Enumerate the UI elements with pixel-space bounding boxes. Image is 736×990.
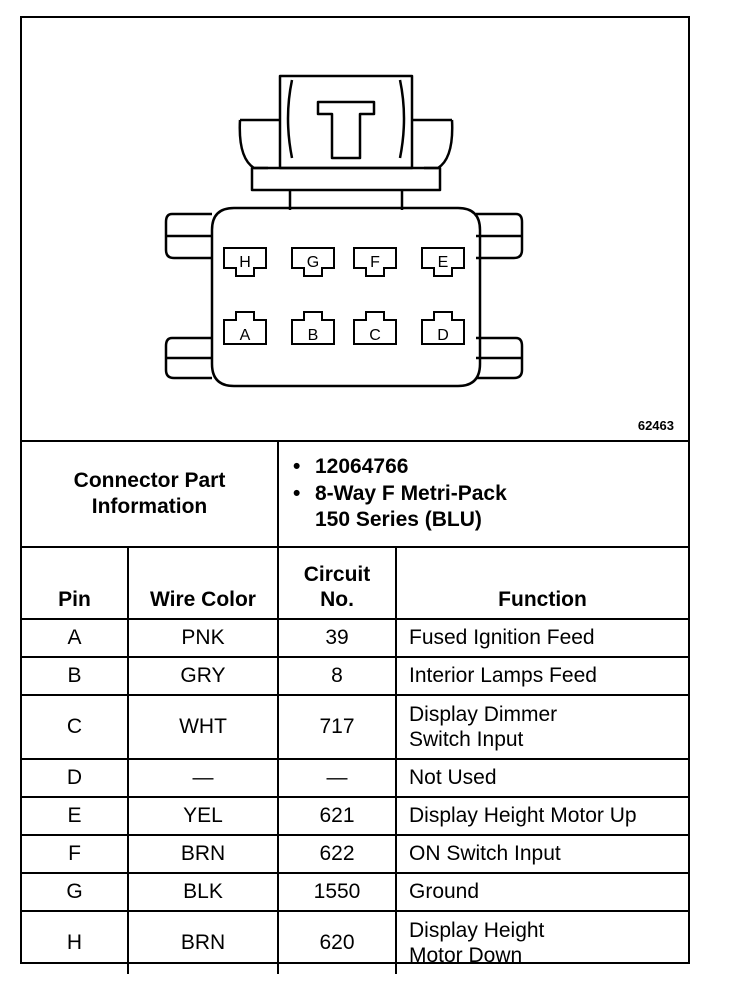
header-function: Function [395,546,688,620]
table-row: C WHT 717 Display Dimmer Switch Input [22,694,688,760]
pin-label-f: F [370,254,380,271]
pinout-table: Connector Part Information 12064766 8-Wa… [22,442,688,974]
drawing-separator [22,440,688,442]
pin-label-c: C [369,327,381,344]
pin-label-a: A [240,327,251,344]
cell-pin: G [22,872,129,912]
table-row: A PNK 39 Fused Ignition Feed [22,618,688,658]
cell-color: YEL [127,796,279,836]
header-wire-color: Wire Color [127,546,279,620]
pin-label-h: H [239,254,251,271]
part-info-values: 12064766 8-Way F Metri-Pack 150 Series (… [277,442,688,548]
cavity-g [291,247,335,277]
cell-pin: D [22,758,129,798]
cavity-a [223,311,267,345]
cavity-b [291,311,335,345]
part-info-label: Connector Part Information [22,442,279,548]
part-info-row: Connector Part Information 12064766 8-Wa… [22,442,688,548]
pin-label-d: D [437,327,449,344]
table-row: F BRN 622 ON Switch Input [22,834,688,874]
cell-color: GRY [127,656,279,696]
cell-pin: C [22,694,129,760]
cell-color: BRN [127,834,279,874]
cavity-e [421,247,465,277]
top-pin-cavities [223,247,465,277]
cell-pin: B [22,656,129,696]
cavity-f [353,247,397,277]
cell-function: Not Used [395,758,688,798]
cavity-c [353,311,397,345]
pin-label-g: G [307,254,319,271]
connector-drawing: H G F E A B C D [164,74,524,388]
cell-function: Display Dimmer Switch Input [395,694,688,760]
cell-circuit: 621 [277,796,397,836]
cell-function: ON Switch Input [395,834,688,874]
header-pin: Pin [22,546,129,620]
table-row: B GRY 8 Interior Lamps Feed [22,656,688,696]
cell-circuit: — [277,758,397,798]
cell-circuit: 39 [277,618,397,658]
cell-function: Display Height Motor Down [395,910,688,974]
cell-color: PNK [127,618,279,658]
diagram-frame: H G F E A B C D 62463 Connector Part Inf… [20,16,690,974]
pin-label-b: B [308,327,319,344]
cell-color: — [127,758,279,798]
pin-label-e: E [438,254,449,271]
connector-outline [164,74,524,388]
table-row: H BRN 620 Display Height Motor Down [22,910,688,974]
header-circuit: Circuit No. [277,546,397,620]
cell-pin: A [22,618,129,658]
cell-circuit: 8 [277,656,397,696]
cell-function: Ground [395,872,688,912]
table-header-row: Pin Wire Color Circuit No. Function [22,546,688,620]
cavity-h [223,247,267,277]
pinout-table-wrap: Connector Part Information 12064766 8-Wa… [22,442,688,974]
table-row: D — — Not Used [22,758,688,798]
cavity-d [421,311,465,345]
cell-color: BRN [127,910,279,974]
cell-circuit: 1550 [277,872,397,912]
part-description: 8-Way F Metri-Pack 150 Series (BLU) [293,481,682,535]
cell-function: Fused Ignition Feed [395,618,688,658]
cell-pin: F [22,834,129,874]
figure-id: 62463 [637,418,674,433]
bottom-pin-cavities [223,311,465,345]
cell-pin: E [22,796,129,836]
cell-color: BLK [127,872,279,912]
cell-color: WHT [127,694,279,760]
table-row: E YEL 621 Display Height Motor Up [22,796,688,836]
cell-circuit: 622 [277,834,397,874]
cell-circuit: 717 [277,694,397,760]
cell-function: Interior Lamps Feed [395,656,688,696]
cell-circuit: 620 [277,910,397,974]
part-number: 12064766 [293,454,682,481]
cell-pin: H [22,910,129,974]
cell-function: Display Height Motor Up [395,796,688,836]
table-row: G BLK 1550 Ground [22,872,688,912]
